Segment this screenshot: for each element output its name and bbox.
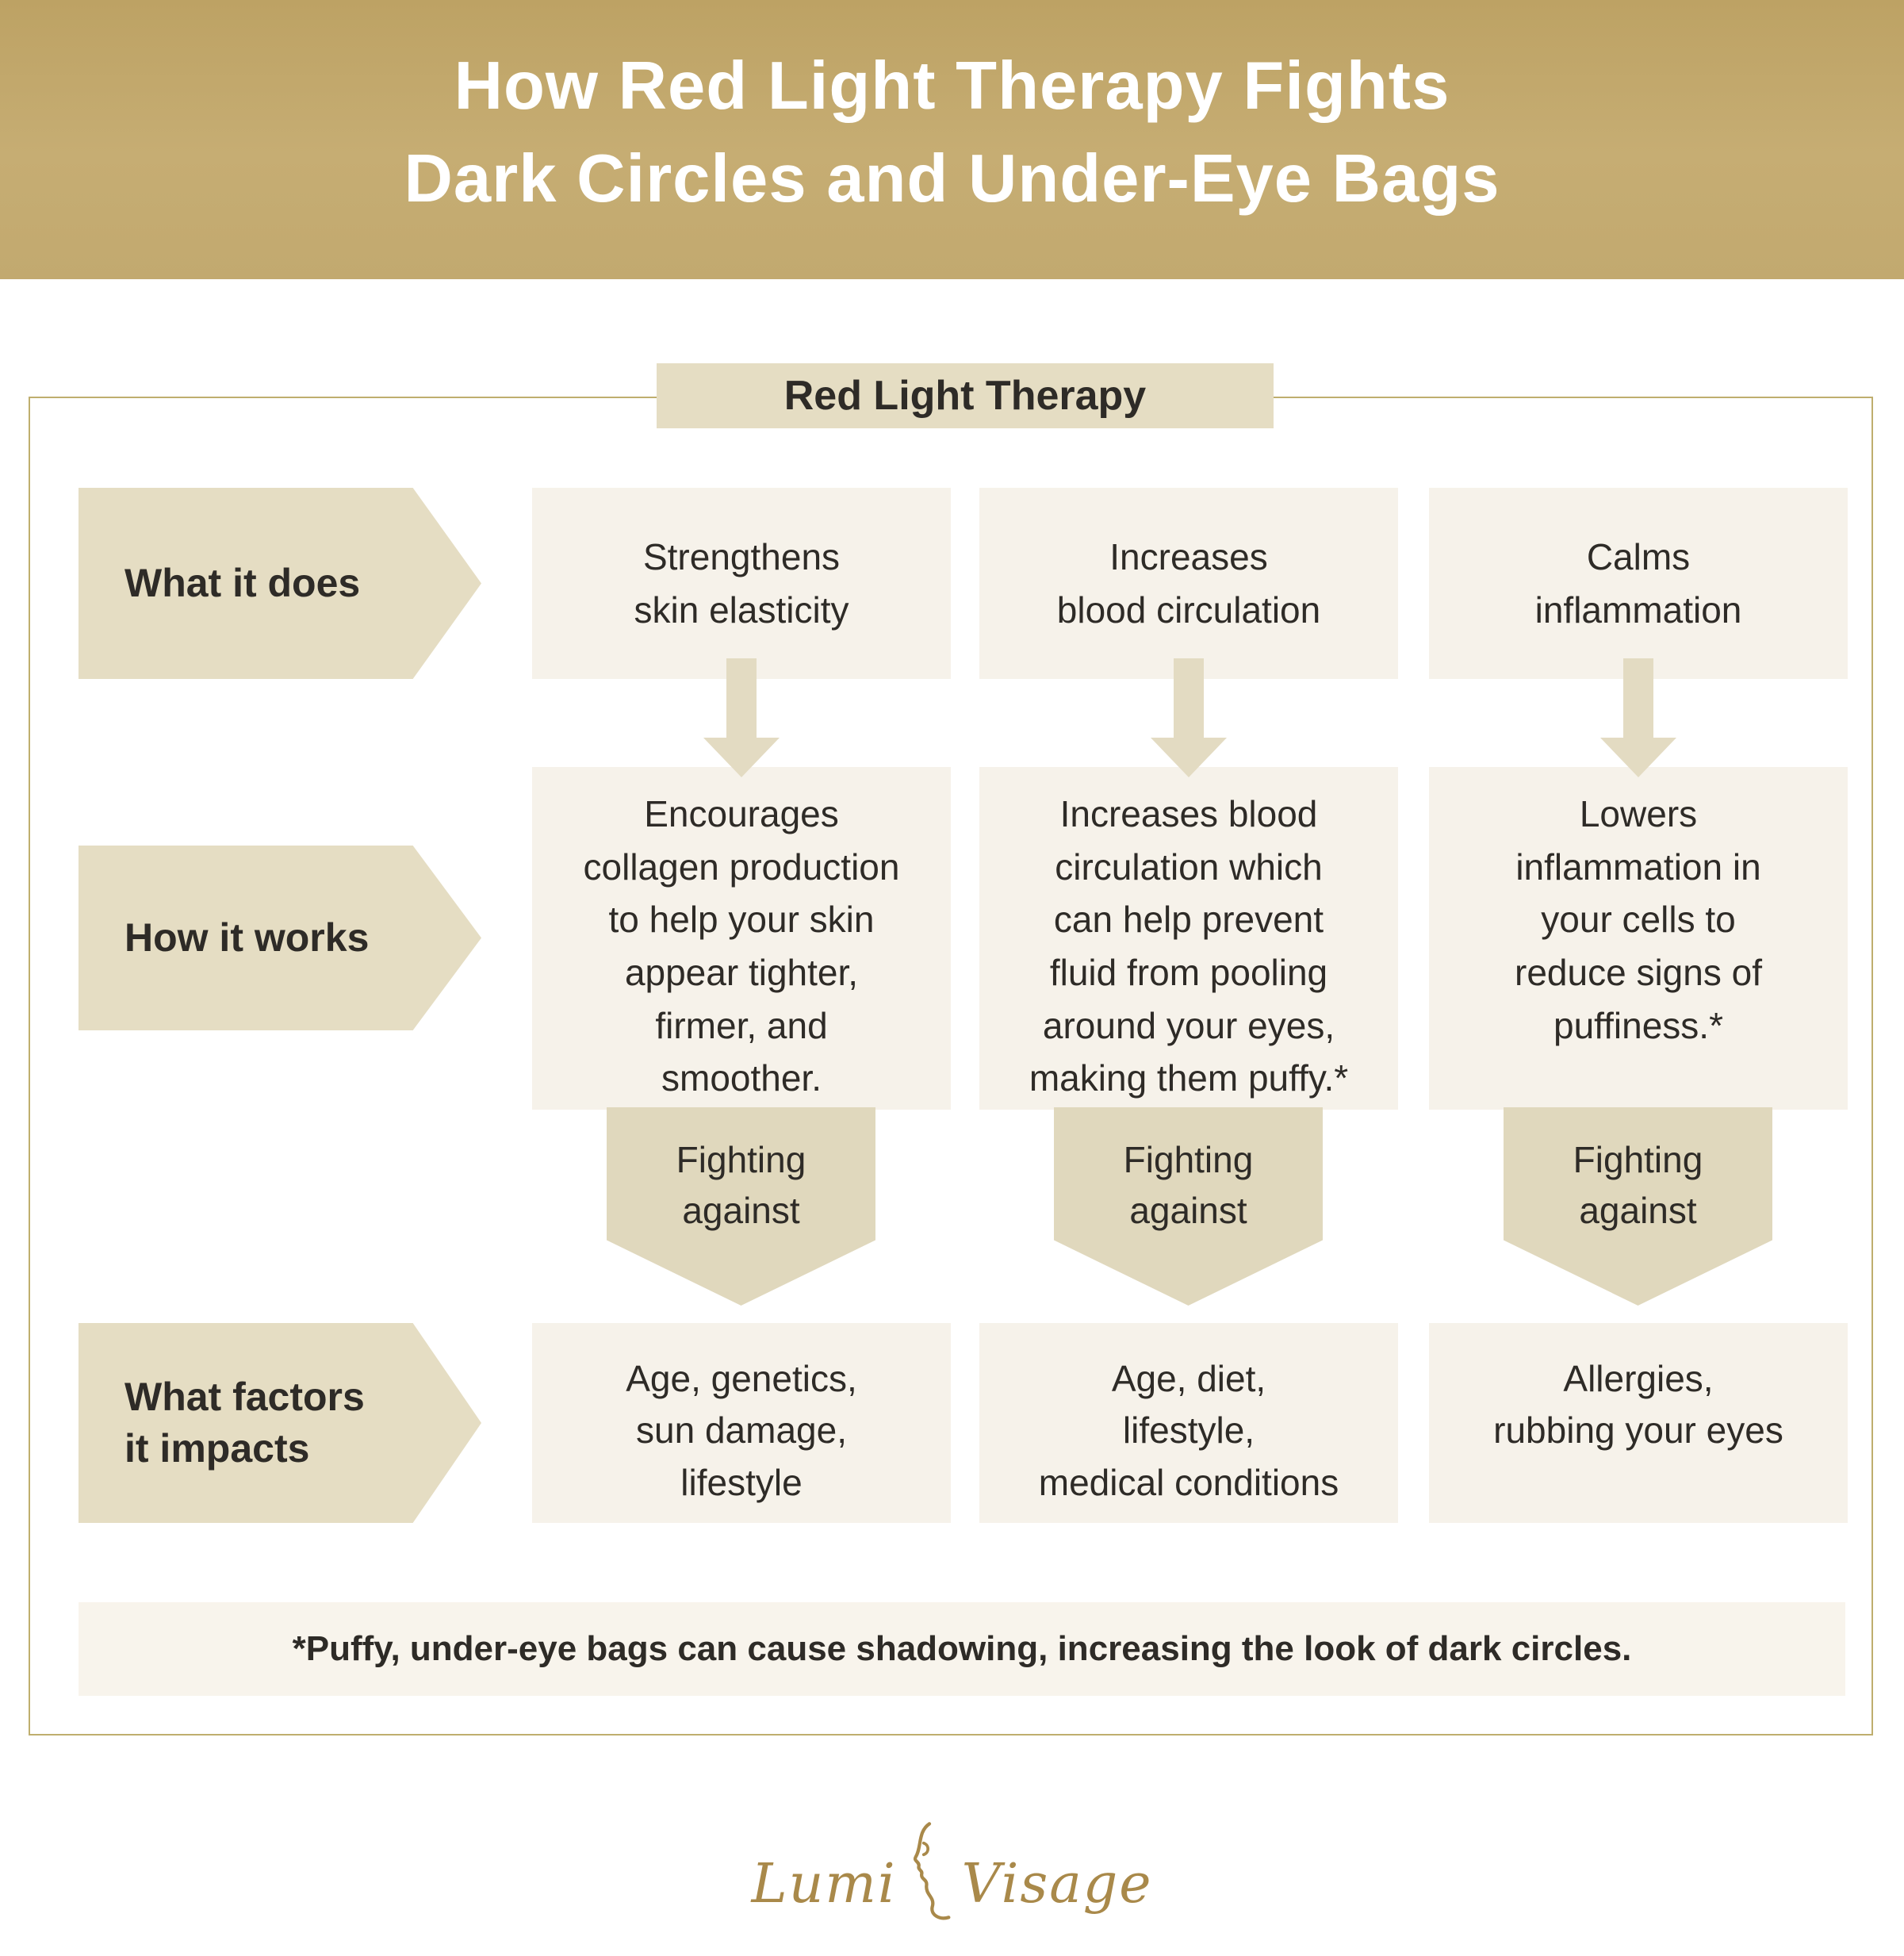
how-it-works-box-col2: Increases blood circulation which can he… bbox=[979, 767, 1398, 1110]
what-it-does-box-col3: Calms inflammation bbox=[1429, 488, 1848, 679]
factors-box-col2: Age, diet, lifestyle, medical conditions bbox=[979, 1323, 1398, 1523]
row-label-how-it-works: How it works bbox=[79, 846, 481, 1030]
what-it-does-box-col1: Strengthens skin elasticity bbox=[532, 488, 951, 679]
down-arrow-icon bbox=[703, 658, 780, 777]
how-it-works-box-col1: Encourages collagen production to help y… bbox=[532, 767, 951, 1110]
logo-text-visage: Visage bbox=[961, 1853, 1153, 1916]
what-it-does-box-col2: Increases blood circulation bbox=[979, 488, 1398, 679]
brand-logo: Lumi Visage bbox=[0, 1799, 1904, 1934]
footnote: *Puffy, under-eye bags can cause shadowi… bbox=[79, 1602, 1845, 1696]
factors-box-col3: Allergies, rubbing your eyes bbox=[1429, 1323, 1848, 1523]
logo-text-lumi: Lumi bbox=[751, 1853, 897, 1916]
diagram-header: Red Light Therapy bbox=[657, 363, 1274, 428]
down-arrow-icon bbox=[1151, 658, 1227, 777]
row-label-what-factors: What factors it impacts bbox=[79, 1323, 481, 1523]
factors-box-col1: Age, genetics, sun damage, lifestyle bbox=[532, 1323, 951, 1523]
row-label-what-it-does: What it does bbox=[79, 488, 481, 679]
how-it-works-box-col3: Lowers inflammation in your cells to red… bbox=[1429, 767, 1848, 1110]
face-profile-icon bbox=[913, 1822, 951, 1920]
title-banner: How Red Light Therapy Fights Dark Circle… bbox=[0, 0, 1904, 279]
down-arrow-icon bbox=[1600, 658, 1676, 777]
page-title: How Red Light Therapy Fights Dark Circle… bbox=[404, 48, 1500, 217]
